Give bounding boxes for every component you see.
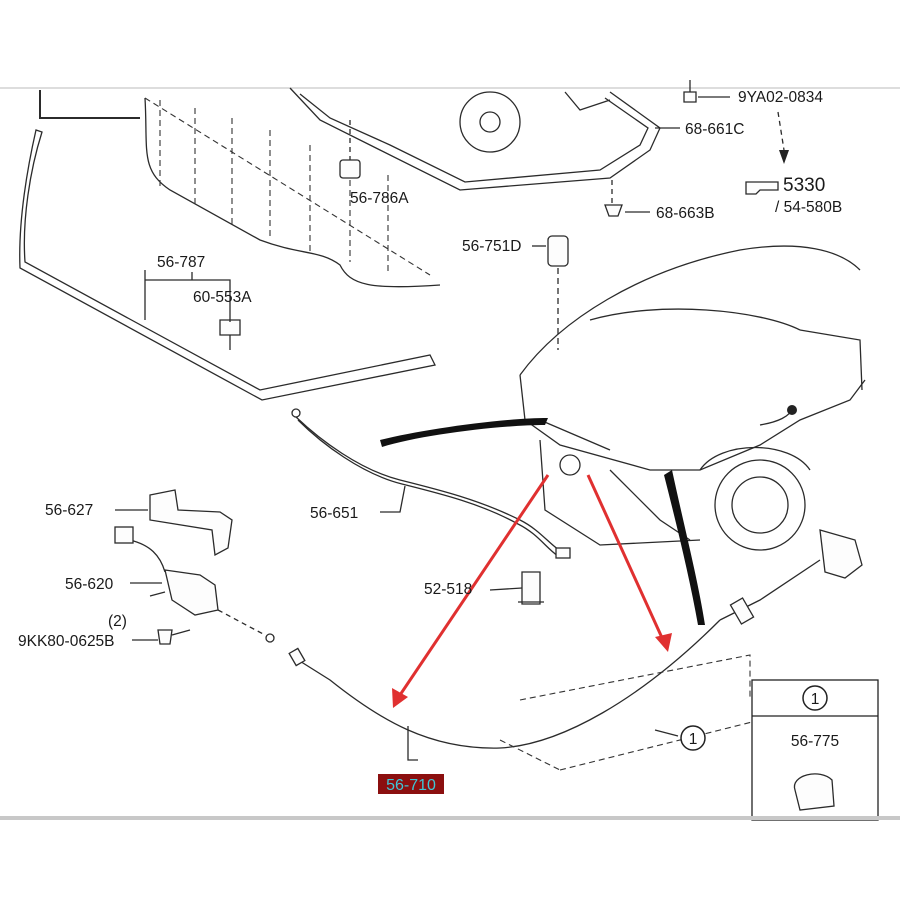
label-56-710: 56-710 [386, 777, 436, 794]
cable-56-651 [291, 408, 571, 559]
hood-panel [289, 87, 661, 191]
label-52-518: 52-518 [424, 581, 472, 598]
callout-1-label: 1 [689, 731, 698, 748]
label-9kk80-0625b: 9KK80-0625B [18, 633, 115, 650]
label-56-627: 56-627 [45, 502, 93, 519]
red-arrows [392, 474, 672, 708]
inset-box: 1 56-775 [751, 679, 879, 821]
inset-number: 1 [811, 691, 820, 708]
label-9ya02-0834: 9YA02-0834 [738, 89, 823, 106]
clip-56-775 [794, 773, 835, 811]
label-56-787: 56-787 [157, 254, 205, 271]
label-56-786a: 56-786A [350, 190, 409, 207]
clip-68-663b [604, 180, 623, 217]
clip-60-553a [219, 319, 241, 350]
label-68-661c: 68-661C [685, 121, 744, 138]
pointing-hand-icon [745, 181, 779, 195]
bumper-56-786a [339, 120, 361, 179]
label-qty-2: (2) [108, 613, 127, 630]
inset-part-label: 56-775 [791, 733, 839, 750]
stopper-56-751d [547, 235, 569, 350]
label-5330: 5330 [783, 175, 825, 196]
car-illustration [380, 245, 866, 625]
callout-1: 1 [680, 725, 706, 751]
hood-seal [19, 90, 441, 401]
highlighted-part-56-710: 56-710 [378, 774, 444, 794]
clip-52-518 [489, 571, 544, 605]
label-56-751d: 56-751D [462, 238, 521, 255]
label-68-663b: 68-663B [656, 205, 715, 222]
bolt-9kk80 [132, 629, 191, 645]
release-cable-56-710 [217, 529, 863, 771]
label-56-651: 56-651 [310, 505, 358, 522]
hood-latch-56-620 [114, 526, 219, 616]
fastener-9ya02 [683, 80, 697, 103]
latch-cover-56-627 [115, 489, 233, 557]
label-60-553a: 60-553A [193, 289, 252, 306]
label-54-580b: / 54-580B [775, 199, 842, 216]
label-56-620: 56-620 [65, 576, 114, 593]
